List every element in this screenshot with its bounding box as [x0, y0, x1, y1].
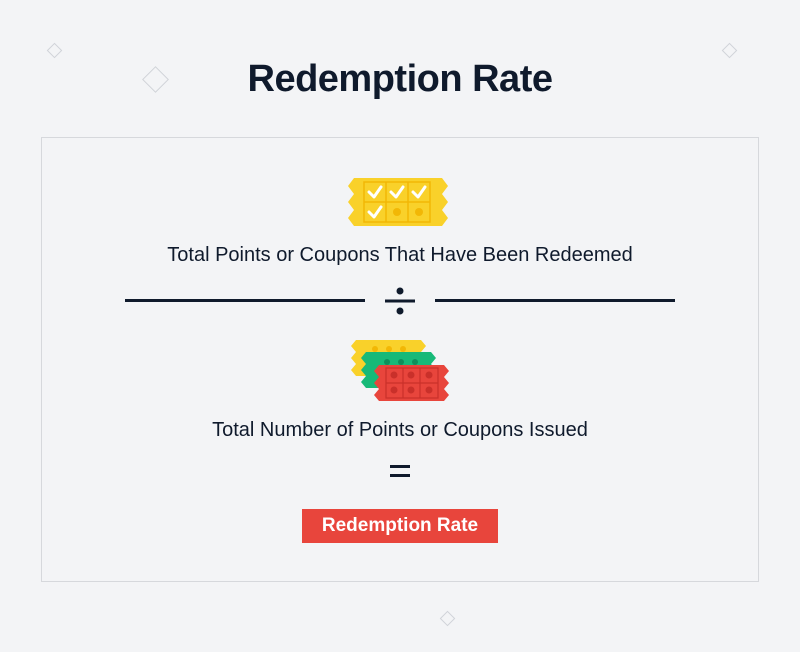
result-label: Redemption Rate: [321, 515, 479, 536]
fraction-bar-left: [125, 299, 365, 302]
divide-icon: [385, 287, 415, 315]
redeemed-coupon-icon: [348, 178, 448, 226]
page-title: Redemption Rate: [247, 58, 553, 100]
decorative-diamond: [439, 610, 456, 627]
issued-coupons-icon: [351, 340, 449, 401]
fraction-bar-right: [435, 299, 675, 302]
denominator-label: Total Number of Points or Coupons Issued: [212, 419, 588, 441]
result-badge: Redemption Rate: [302, 509, 498, 543]
decorative-diamond: [46, 42, 63, 59]
decorative-diamond: [721, 42, 738, 59]
equals-icon: [390, 465, 410, 477]
numerator-label: Total Points or Coupons That Have Been R…: [167, 244, 633, 266]
